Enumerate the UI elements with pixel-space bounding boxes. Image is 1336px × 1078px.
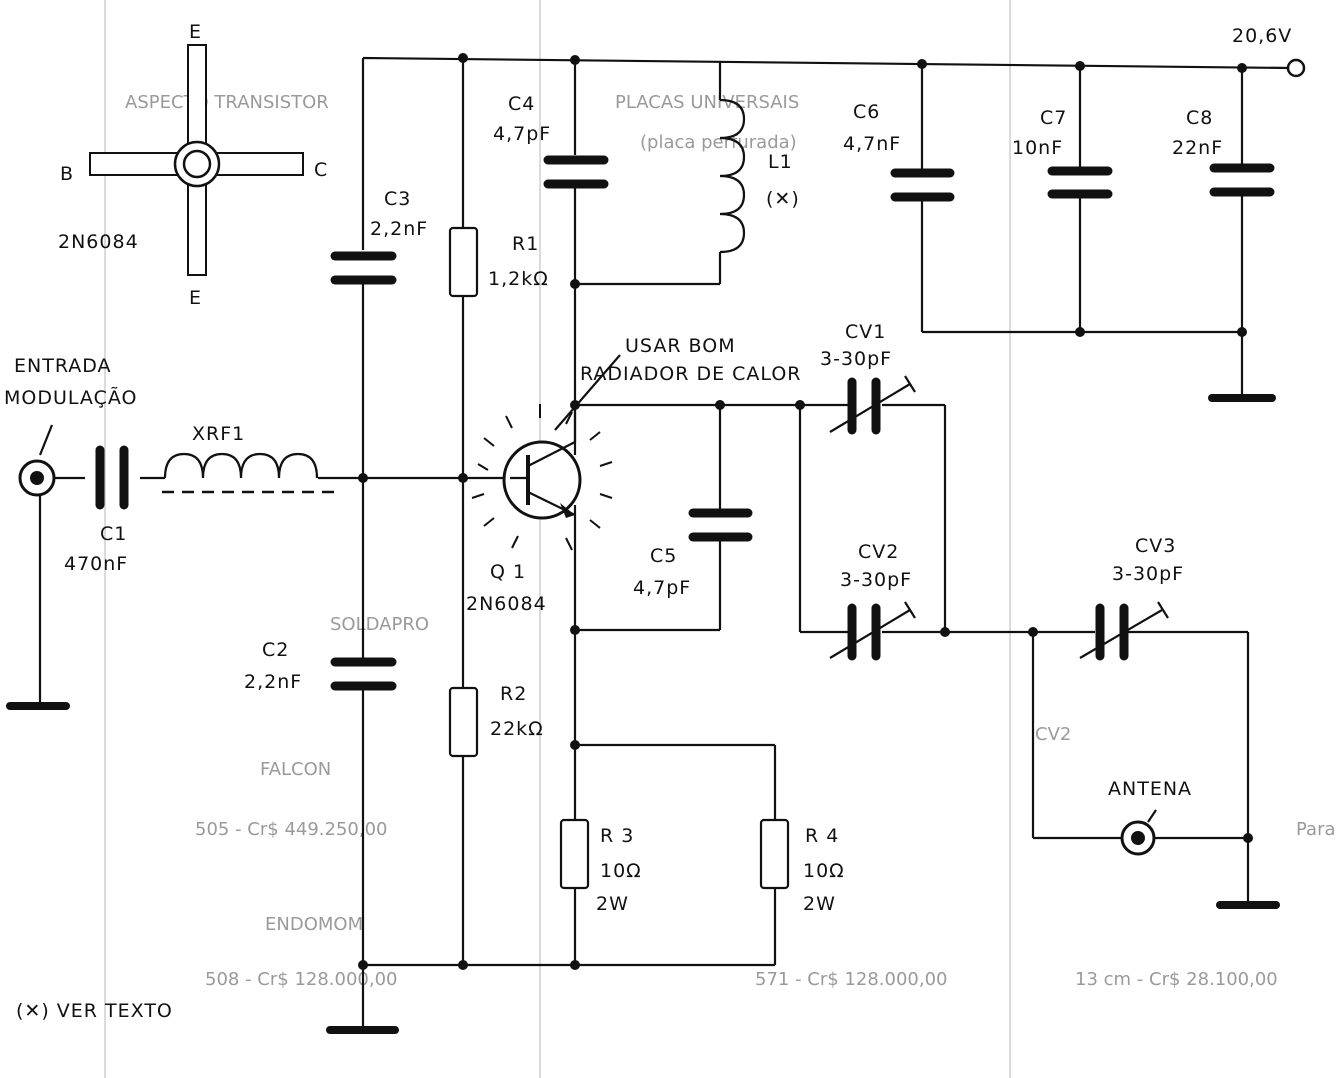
variable-capacitor-cv1: CV1 3-30pF	[820, 321, 916, 435]
input-label-line2: MODULAÇÃO	[4, 386, 137, 409]
resistor-r3: R 3 10Ω 2W	[559, 818, 642, 915]
cv2-value: 3-30pF	[840, 569, 912, 591]
r1-name: R1	[512, 233, 539, 255]
ghost-text: ENDOMOM	[265, 914, 363, 935]
ghost-text: ASPECTO TRANSISTOR	[125, 92, 329, 113]
ghost-text: 13 cm - Cr$ 28.100,00	[1075, 969, 1278, 990]
transistor-q1: USAR BOM RADIADOR DE CALOR Q 1 2N6084	[466, 335, 802, 615]
pinout-part-label: 2N6084	[58, 231, 139, 253]
transistor-pinout: E E B C 2N6084	[58, 21, 328, 309]
ghost-text: 505 - Cr$ 449.250,00	[195, 819, 388, 840]
supply-terminal: 20,6V	[1232, 25, 1306, 78]
c7-name: C7	[1040, 107, 1067, 129]
capacitor-c5: C5 4,7pF	[633, 508, 753, 599]
c4-value: 4,7pF	[493, 123, 551, 145]
cv1-name: CV1	[845, 321, 886, 343]
pin-base-label: B	[60, 163, 74, 185]
ghost-text: FALCON	[260, 759, 331, 780]
ghost-text: (placa perfurada)	[640, 132, 797, 153]
heatsink-fins	[471, 404, 613, 551]
cv1-value: 3-30pF	[820, 348, 892, 370]
pin-emitter-bottom-label: E	[189, 287, 202, 309]
capacitor-c7: C7 10nF	[1012, 107, 1113, 199]
c3-name: C3	[384, 188, 411, 210]
r1-value: 1,2kΩ	[488, 268, 549, 290]
capacitor-c3: C3 2,2nF	[330, 188, 428, 285]
heatsink-note-line1: USAR BOM	[625, 335, 736, 357]
capacitor-c2: C2 2,2nF	[244, 639, 397, 693]
heatsink-note-line2: RADIADOR DE CALOR	[580, 363, 802, 385]
c8-name: C8	[1186, 107, 1213, 129]
junction-dots	[358, 53, 1253, 970]
c3-value: 2,2nF	[370, 218, 428, 240]
c6-name: C6	[853, 101, 880, 123]
capacitor-c8: C8 22nF	[1172, 107, 1275, 197]
c5-name: C5	[650, 545, 677, 567]
input-label-line1: ENTRADA	[14, 355, 112, 377]
wiring	[38, 56, 1291, 1030]
l1-note: (✕)	[766, 188, 800, 210]
r3-name: R 3	[600, 825, 634, 847]
modulation-input-jack: ENTRADA MODULAÇÃO	[4, 355, 137, 497]
ghost-text: 571 - Cr$ 128.000,00	[755, 969, 948, 990]
ghost-text: CV2	[1035, 724, 1071, 745]
pin-emitter-top-label: E	[189, 21, 202, 43]
variable-capacitor-cv2: CV2 3-30pF	[829, 541, 916, 661]
c1-value: 470nF	[64, 553, 128, 575]
c8-value: 22nF	[1172, 137, 1223, 159]
l1-name: L1	[768, 151, 793, 173]
resistor-r2: R2 22kΩ	[448, 683, 544, 758]
inductor-l1: L1 (✕)	[719, 98, 800, 254]
footnote: (✕) VER TEXTO	[16, 1000, 173, 1022]
r3-power: 2W	[596, 893, 629, 915]
c1-name: C1	[100, 523, 127, 545]
c2-value: 2,2nF	[244, 671, 302, 693]
capacitor-c6: C6 4,7nF	[843, 101, 955, 202]
c7-value: 10nF	[1012, 137, 1063, 159]
c2-name: C2	[262, 639, 289, 661]
background-print: PLACAS UNIVERSAIS (placa perfurada) CV2 …	[104, 0, 1336, 1078]
r4-power: 2W	[803, 893, 836, 915]
antenna-label: ANTENA	[1108, 778, 1192, 800]
variable-capacitor-cv3: CV3 3-30pF	[1079, 535, 1184, 661]
resistor-r1: R1 1,2kΩ	[448, 226, 549, 298]
r4-name: R 4	[805, 825, 839, 847]
cv2-name: CV2	[858, 541, 899, 563]
q1-name: Q 1	[490, 561, 526, 583]
c6-value: 4,7nF	[843, 133, 901, 155]
cv3-value: 3-30pF	[1112, 563, 1184, 585]
ghost-text: SOLDAPRO	[330, 614, 429, 635]
pin-collector-label: C	[314, 159, 328, 181]
resistor-r4: R 4 10Ω 2W	[759, 818, 845, 915]
xrf1-name: XRF1	[192, 423, 245, 445]
supply-voltage-label: 20,6V	[1232, 25, 1292, 47]
antenna-jack: ANTENA	[1108, 778, 1192, 856]
r2-name: R2	[500, 683, 527, 705]
rf-choke-xrf1: XRF1	[162, 423, 335, 494]
ghost-text: 508 - Cr$ 128.000,00	[205, 969, 398, 990]
q1-part: 2N6084	[466, 593, 547, 615]
r3-value: 10Ω	[600, 860, 642, 882]
capacitor-c4: C4 4,7pF	[493, 93, 609, 189]
ghost-text: PLACAS UNIVERSAIS	[615, 92, 799, 113]
c4-name: C4	[508, 93, 535, 115]
ghost-text: Para	[1296, 819, 1336, 840]
capacitor-c1: C1 470nF	[64, 445, 129, 575]
r4-value: 10Ω	[803, 860, 845, 882]
c5-value: 4,7pF	[633, 577, 691, 599]
r2-value: 22kΩ	[490, 718, 544, 740]
cv3-name: CV3	[1135, 535, 1176, 557]
